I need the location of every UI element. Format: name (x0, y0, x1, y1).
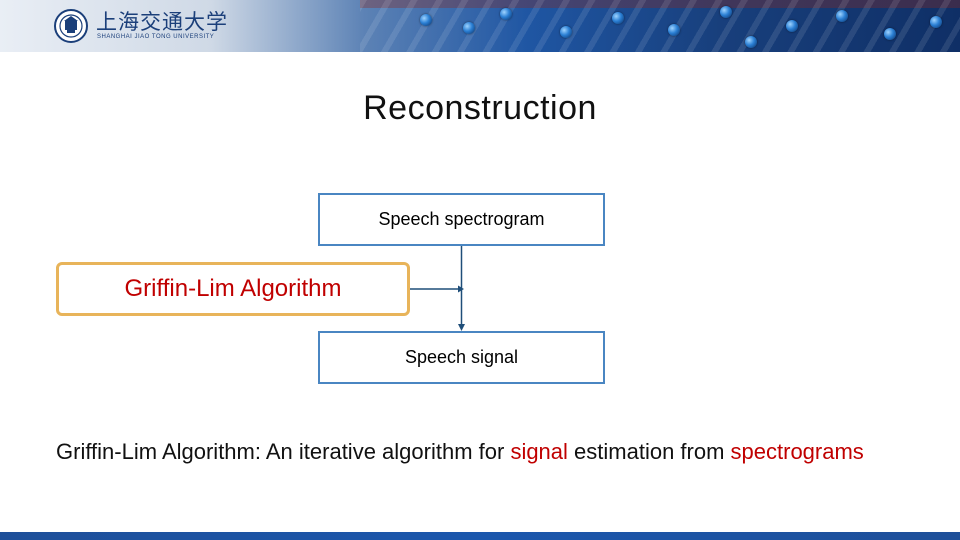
caption-highlight-spectrograms: spectrograms (730, 439, 864, 464)
lantern-icon (786, 20, 798, 32)
lantern-icon (668, 24, 680, 36)
lantern-icon (720, 6, 732, 18)
lantern-icon (745, 36, 757, 48)
lantern-icon (884, 28, 896, 40)
lantern-icon (463, 22, 475, 34)
spectrogram-box: Speech spectrogram (318, 193, 605, 246)
arrowhead-algorithm (458, 285, 464, 293)
algorithm-box: Griffin-Lim Algorithm (56, 262, 410, 316)
spectrogram-label: Speech spectrogram (378, 209, 545, 229)
lantern-icon (420, 14, 432, 26)
logo-chinese-name: 上海交通大学 (96, 10, 228, 34)
lantern-icon (612, 12, 624, 24)
caption-part2: estimation from (567, 439, 731, 464)
footer-bar (0, 532, 960, 540)
header-banner: 上海交通大学 SHANGHAI JIAO TONG UNIVERSITY (0, 0, 960, 52)
lantern-icon (560, 26, 572, 38)
university-emblem-icon (54, 9, 88, 43)
signal-label: Speech signal (404, 347, 519, 367)
university-logo: 上海交通大学 SHANGHAI JIAO TONG UNIVERSITY (96, 6, 227, 46)
lantern-icon (930, 16, 942, 28)
slide-title: Reconstruction (363, 89, 597, 127)
lantern-icon (500, 8, 512, 20)
arrowhead-signal (458, 324, 465, 331)
caption-text: Griffin-Lim Algorithm: An iterative algo… (56, 437, 916, 466)
lantern-icon (836, 10, 848, 22)
banner-decoration (360, 0, 960, 52)
logo-english-name: SHANGHAI JIAO TONG UNIVERSITY (97, 34, 215, 40)
caption-highlight-signal: signal (510, 439, 568, 464)
algorithm-label: Griffin-Lim Algorithm (124, 275, 342, 302)
caption-part1: Griffin-Lim Algorithm: An iterative algo… (56, 439, 511, 464)
signal-box: Speech signal (318, 331, 605, 384)
